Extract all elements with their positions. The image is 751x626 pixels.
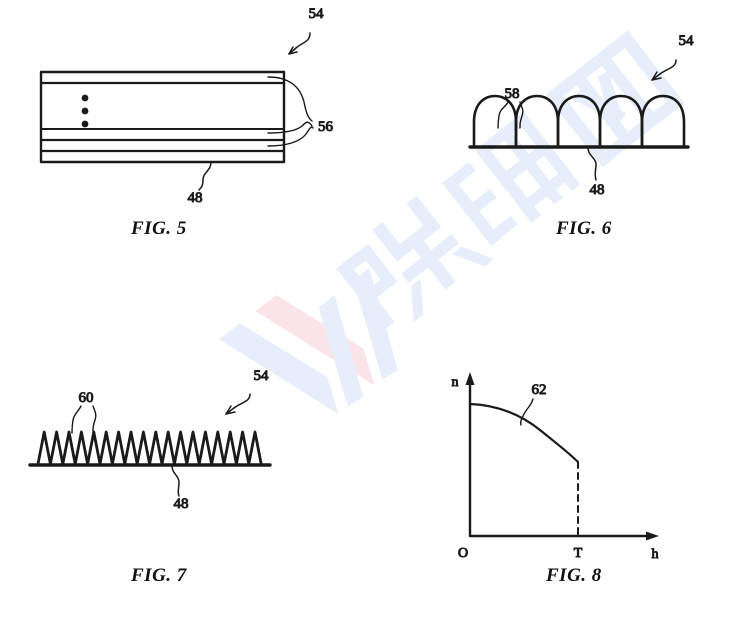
- fig5-leader-54: [288, 32, 311, 55]
- fig7-ref-60: 60: [79, 390, 94, 406]
- fig5-ref-54: 54: [309, 6, 325, 22]
- fig6-ref-48: 48: [590, 182, 605, 198]
- fig5-stack-outline: [39, 70, 286, 164]
- fig5-ellipsis-dots: [81, 94, 89, 128]
- fig8-curve-62: [468, 402, 580, 464]
- fig5-leader-56: [267, 76, 314, 147]
- fig8-x-axis-arrowhead: [646, 531, 659, 541]
- fig7-leader-48: [171, 465, 180, 497]
- fig8-y-axis-arrowhead: [465, 372, 475, 385]
- fig6-ref-58: 58: [505, 86, 520, 102]
- fig8-x-axis-label: h: [652, 547, 659, 562]
- fig8-origin-label: O: [458, 546, 468, 561]
- fig7-ref-54: 54: [254, 368, 270, 384]
- fig8-leader-62: [519, 398, 534, 426]
- fig7-leader-54: [225, 393, 251, 415]
- fig7-sawtooth-profile: [36, 430, 263, 466]
- fig6-leader-54: [651, 59, 677, 81]
- fig5-caption: FIG. 5: [131, 218, 187, 239]
- fig7-caption: FIG. 7: [131, 565, 187, 586]
- fig8-caption: FIG. 8: [546, 565, 602, 586]
- fig5-leader-48: [198, 161, 212, 191]
- fig5-ref-56: 56: [318, 119, 334, 135]
- fig8-ref-62: 62: [532, 382, 547, 398]
- figure-7: 54 60 48: [28, 368, 272, 513]
- figure-6: 54 58 48: [468, 33, 695, 199]
- figure-8: 62 n h O T: [451, 372, 659, 563]
- fig8-y-axis-label: n: [452, 375, 459, 390]
- fig8-x-tick-label: T: [574, 546, 583, 561]
- fig7-ref-48: 48: [174, 496, 189, 512]
- fig6-caption: FIG. 6: [556, 218, 612, 239]
- fig6-leader-48: [587, 147, 597, 181]
- fig5-ref-48: 48: [188, 190, 203, 206]
- fig6-domes: [472, 94, 686, 148]
- fig6-ref-54: 54: [679, 33, 695, 49]
- fig7-leader-60: [71, 405, 97, 434]
- figure-5: 54 56 48: [39, 6, 334, 207]
